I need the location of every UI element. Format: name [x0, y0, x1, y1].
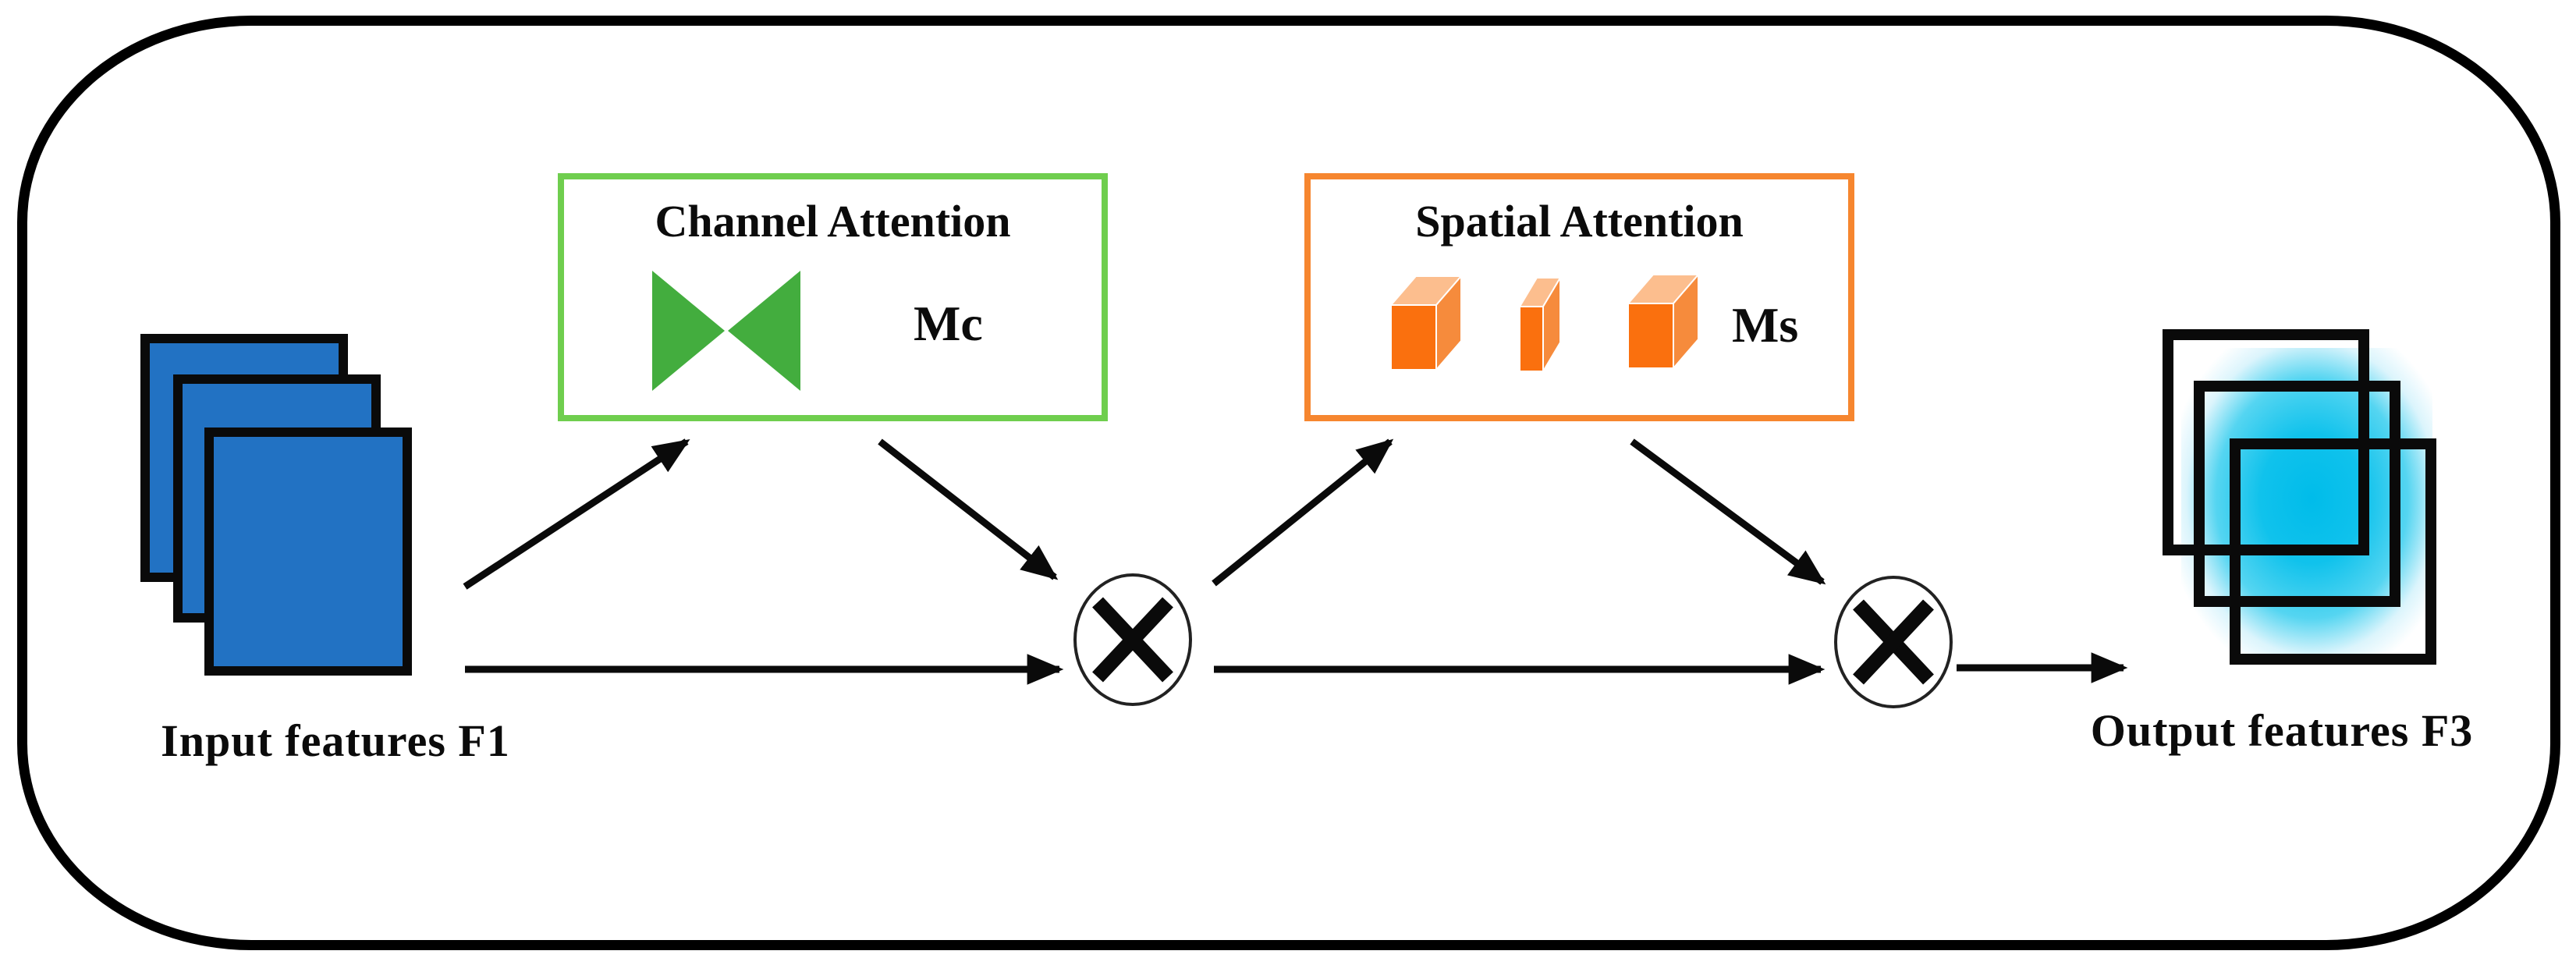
cube-icon-thin [1520, 278, 1562, 373]
multiply-icon [1853, 599, 1934, 685]
output-label: Output features F3 [2090, 705, 2474, 756]
spatial-attention-symbol: Ms [1732, 297, 1799, 353]
cube-icon [1628, 275, 1700, 370]
spatial-attention-title: Spatial Attention [1415, 196, 1744, 247]
multiply-node-2 [1834, 576, 1953, 708]
input-feature-map [204, 428, 412, 676]
multiply-node-1 [1073, 573, 1192, 706]
multiply-icon [1092, 597, 1173, 683]
output-feature-map [2194, 381, 2400, 607]
cube-icon [1391, 276, 1463, 371]
channel-attention-box: Channel Attention Mc [558, 173, 1108, 421]
bowtie-icon [652, 271, 800, 391]
channel-attention-title: Channel Attention [655, 196, 1011, 247]
output-feature-map [2230, 438, 2436, 665]
spatial-attention-box: Spatial Attention Ms [1304, 173, 1854, 421]
channel-attention-symbol: Mc [914, 296, 983, 351]
input-label: Input features F1 [161, 715, 510, 766]
